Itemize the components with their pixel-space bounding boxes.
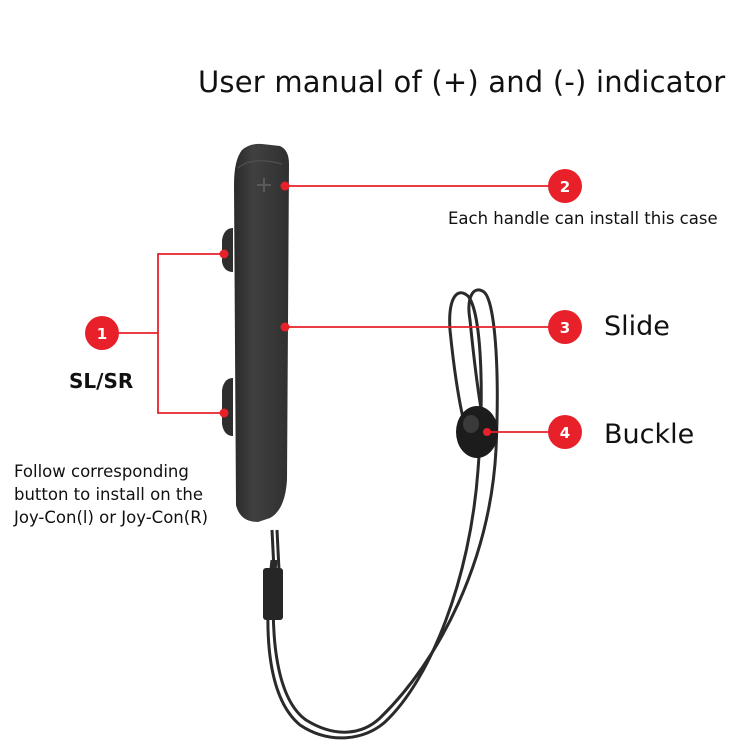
badge-4: 4: [548, 415, 582, 449]
page-title: User manual of (+) and (-) indicator: [198, 65, 726, 99]
badge-1-number: 1: [97, 325, 107, 343]
badge-2-number: 2: [560, 178, 570, 196]
sl-button: [222, 228, 233, 272]
anchor-dot: [280, 181, 290, 191]
device-body: [234, 143, 289, 522]
badge-2: 2: [548, 169, 582, 203]
badge-3: 3: [548, 310, 582, 344]
callout-1-label: SL/SR: [69, 369, 134, 393]
install-note-line: Follow corresponding: [14, 462, 189, 481]
install-note: Follow corresponding button to install o…: [14, 460, 244, 529]
anchor-dot: [483, 428, 491, 436]
wrist-strap: [263, 288, 499, 740]
anchor-dot: [280, 322, 290, 332]
badge-3-number: 3: [560, 319, 570, 337]
anchor-dot: [219, 408, 229, 418]
badge-1: 1: [85, 316, 119, 350]
strap-sleeve: [263, 568, 283, 620]
callout-2-label: Each handle can install this case: [448, 209, 718, 228]
leader-lines: [118, 185, 550, 433]
leader-1-bracket: [157, 253, 224, 414]
badge-4-number: 4: [560, 424, 570, 442]
anchor-dots: [219, 181, 491, 436]
sr-button: [222, 378, 233, 436]
install-note-line: Joy-Con(l) or Joy-Con(R): [14, 508, 209, 527]
anchor-dot: [219, 249, 229, 259]
install-note-line: button to install on the: [14, 485, 203, 504]
plus-icon: [257, 178, 271, 192]
callout-3-label: Slide: [604, 311, 670, 342]
callout-4-label: Buckle: [604, 419, 695, 450]
